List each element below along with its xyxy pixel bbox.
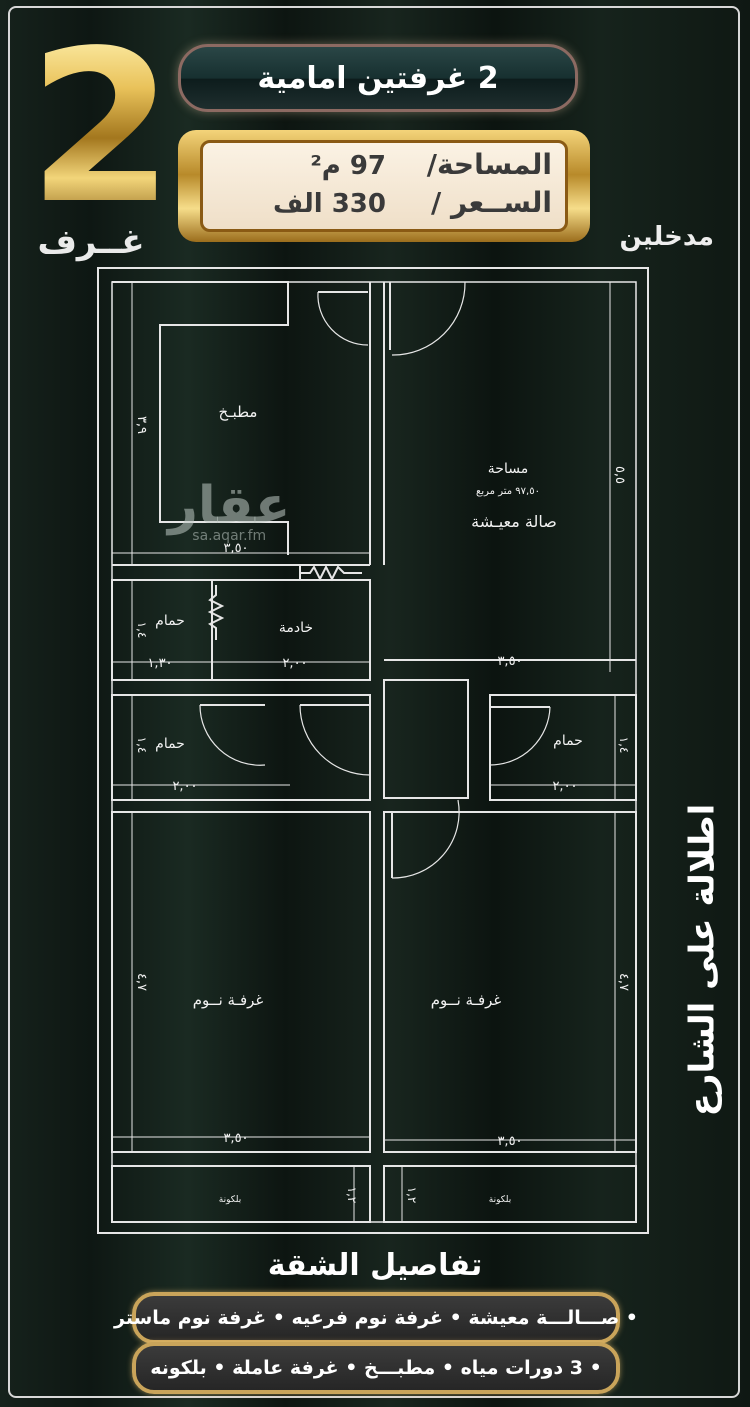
resistor-symbol-1 xyxy=(300,564,362,582)
bedroom1-label: غرفـة نــوم xyxy=(193,991,264,1009)
watermark-url: sa.aqar.fm xyxy=(192,528,267,544)
bed1-height-label: ٤,٧ xyxy=(134,973,149,991)
living-width-label: ٣,٥٠ xyxy=(497,654,522,669)
balc1-height-label: ١,٢ xyxy=(345,1187,359,1204)
bed2-height-label: ٤,٧ xyxy=(616,973,631,991)
area-value: 97 م² xyxy=(310,151,386,181)
balcony1 xyxy=(111,1165,371,1223)
features-pill-2: • 3 دورات مياه • مطبـــخ • غرفة عاملة • … xyxy=(132,1342,620,1394)
features-pill-1: • صـــالـــة معيشة • غرفة نوم فرعيه • غر… xyxy=(114,1292,638,1344)
living-room-label: صالة معيـشة xyxy=(471,512,557,531)
balcony1-label: بلكونة xyxy=(219,1195,241,1205)
entrance-door-swing xyxy=(391,281,466,356)
bath1-label: حمام xyxy=(155,613,185,629)
bath1-width-label: ١,٣٠ xyxy=(147,656,172,671)
street-view-label: اطلالة على الشارع xyxy=(662,780,742,1140)
balc2-height-label: ١,٢ xyxy=(405,1187,419,1204)
balcony2 xyxy=(383,1165,637,1223)
bath3-width-label: ٢,٠٠ xyxy=(552,779,577,794)
features-line-1: • صـــالـــة معيشة • غرفة نوم فرعيه • غر… xyxy=(114,1307,638,1329)
outer-wall xyxy=(97,267,649,1234)
bath1-height-label: ١,٤ xyxy=(135,622,149,639)
title-text: 2 غرفتين امامية xyxy=(257,60,499,96)
bedroom2-door-swing xyxy=(391,799,460,879)
watermark: عقار sa.aqar.fm xyxy=(168,480,290,544)
price-label: الســعر / xyxy=(431,186,552,219)
rooms-count-number: 2 xyxy=(28,5,175,250)
bath3-label: حمام xyxy=(553,733,583,749)
outer-wall-inner xyxy=(111,281,637,1223)
area-row: المساحة/ 97 م² xyxy=(310,148,552,181)
maid-width-label: ٢,٠٠ xyxy=(282,656,307,671)
kitchen-counter xyxy=(112,281,289,555)
bath2-height-label: ١,٤ xyxy=(135,737,149,754)
kitchen-width-label: ٣,٥٠ xyxy=(223,541,248,556)
bedroom1-room xyxy=(111,811,371,1153)
bath2-door-swing xyxy=(199,704,266,766)
info-plaque: المساحة/ 97 م² الســعر / 330 الف xyxy=(178,130,590,242)
rooms-label: غــرف xyxy=(37,222,145,262)
bedroom2-label: غرفـة نــوم xyxy=(431,991,502,1009)
features-line-2: • 3 دورات مياه • مطبـــخ • غرفة عاملة • … xyxy=(150,1357,602,1379)
kitchen-door-swing xyxy=(317,291,369,346)
corridor xyxy=(383,679,469,799)
living-area-value: ٩٧,٥٠ متر مربع xyxy=(476,486,540,497)
bath3-height-label: ١,٤ xyxy=(617,737,631,754)
title-banner: 2 غرفتين امامية xyxy=(178,44,578,112)
living-area-label: مساحة xyxy=(488,461,528,477)
info-plaque-inner xyxy=(200,140,568,232)
bedroom2-room xyxy=(383,811,637,1153)
bath2-label: حمام xyxy=(155,736,185,752)
kitchen-height-label: ٣,٩ xyxy=(134,416,149,434)
entrances-label: مدخلين xyxy=(619,222,714,252)
living-height-label: ٥,٥ xyxy=(612,466,627,484)
bath3-door-swing xyxy=(489,706,551,766)
balcony2-label: بلكونة xyxy=(489,1195,511,1205)
hall-door-swing xyxy=(299,704,371,776)
poster-frame xyxy=(8,6,740,1398)
price-value: 330 الف xyxy=(273,189,386,219)
bath2-width-label: ٢,٠٠ xyxy=(172,779,197,794)
bath1-maid-block xyxy=(111,579,371,681)
resistor-symbol-2 xyxy=(207,585,225,640)
maid-room-label: خادمة xyxy=(279,620,313,636)
area-label: المساحة/ xyxy=(426,148,552,181)
bed1-width-label: ٣,٥٠ xyxy=(223,1131,248,1146)
bath2-room xyxy=(111,694,371,801)
street-view-text: اطلالة على الشارع xyxy=(682,803,723,1117)
watermark-brand: عقار xyxy=(168,476,291,536)
price-row: الســعر / 330 الف xyxy=(273,186,552,219)
kitchen-label: مطبـخ xyxy=(219,403,258,421)
bed2-width-label: ٣,٥٠ xyxy=(497,1134,522,1149)
details-title: تفاصيل الشقة xyxy=(267,1248,483,1283)
bath3-room xyxy=(489,694,637,801)
